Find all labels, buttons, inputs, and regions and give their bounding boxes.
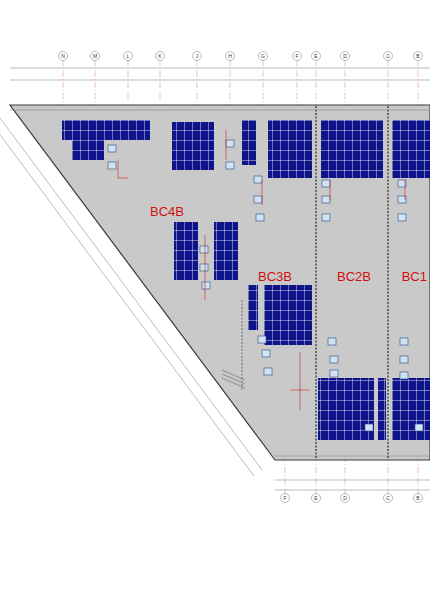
inverter-box	[258, 336, 266, 343]
inverter-box	[400, 356, 408, 363]
axis-bubble	[384, 494, 393, 503]
axis-bubble	[193, 52, 202, 61]
axis-bubble	[312, 52, 321, 61]
zone-label: BC4B	[150, 205, 184, 219]
inverter-box	[108, 145, 116, 152]
axis-letter: F	[293, 53, 301, 59]
inverter-box	[200, 246, 208, 253]
axis-bubble	[124, 52, 133, 61]
axis-bubble	[59, 52, 68, 61]
inverter-box	[415, 424, 423, 431]
inverter-box	[365, 424, 373, 431]
inverter-box	[254, 196, 262, 203]
inverter-box	[256, 214, 264, 221]
inverter-box	[322, 196, 330, 203]
grid-line	[95, 60, 96, 110]
axis-letter: D	[341, 495, 349, 501]
inverter-box	[328, 338, 336, 345]
inverter-box	[200, 264, 208, 271]
zone-label: BC3B	[258, 270, 292, 284]
axis-bubble	[414, 494, 423, 503]
axis-letter: N	[59, 53, 67, 59]
axis-bubble	[226, 52, 235, 61]
axis-letter: H	[226, 53, 234, 59]
inverter-box	[400, 338, 408, 345]
axis-bubble	[156, 52, 165, 61]
zone-label: BC1	[402, 270, 427, 284]
axis-letter: G	[259, 53, 267, 59]
axis-bubble	[384, 52, 393, 61]
inverter-box	[254, 176, 262, 183]
grid-line	[388, 60, 389, 110]
grid-line	[197, 60, 198, 110]
inverter-box	[398, 214, 406, 221]
inverter-box	[262, 350, 270, 357]
axis-bubble	[341, 494, 350, 503]
grid-line	[263, 60, 264, 110]
axis-letter: J	[193, 53, 201, 59]
grid-line	[128, 60, 129, 110]
inverter-box	[322, 180, 330, 187]
grid-line	[418, 456, 419, 495]
inverter-box	[400, 372, 408, 379]
grid-line	[418, 60, 419, 110]
axis-letter: K	[156, 53, 164, 59]
grid-line	[297, 60, 298, 110]
axis-bubble	[414, 52, 423, 61]
inverter-box	[330, 356, 338, 363]
inverter-box	[330, 370, 338, 377]
axis-bubble	[91, 52, 100, 61]
axis-letter: F	[281, 495, 289, 501]
axis-letter: E	[312, 495, 320, 501]
grid-line	[316, 456, 317, 495]
inverter-box	[322, 214, 330, 221]
axis-letter: C	[384, 495, 392, 501]
axis-letter: D	[341, 53, 349, 59]
grid-line	[345, 60, 346, 110]
inverter-box	[108, 162, 116, 169]
zone-label: BC2B	[337, 270, 371, 284]
grid-line	[63, 60, 64, 110]
inverter-box	[202, 282, 210, 289]
grid-line	[388, 456, 389, 495]
axis-letter: C	[384, 53, 392, 59]
inverter-box	[226, 140, 234, 147]
axis-letter: E	[312, 53, 320, 59]
axis-bubble	[312, 494, 321, 503]
grid-line	[285, 456, 286, 495]
grid-line	[345, 456, 346, 495]
axis-bubble	[341, 52, 350, 61]
inverter-box	[264, 368, 272, 375]
axis-letter: M	[91, 53, 99, 59]
axis-letter: B	[414, 53, 422, 59]
grid-line	[160, 60, 161, 110]
axis-bubble	[259, 52, 268, 61]
inverter-box	[226, 162, 234, 169]
grid-line	[316, 60, 317, 110]
axis-letter: B	[414, 495, 422, 501]
axis-letter: L	[124, 53, 132, 59]
axis-bubble	[281, 494, 290, 503]
axis-bubble	[293, 52, 302, 61]
grid-line	[230, 60, 231, 110]
